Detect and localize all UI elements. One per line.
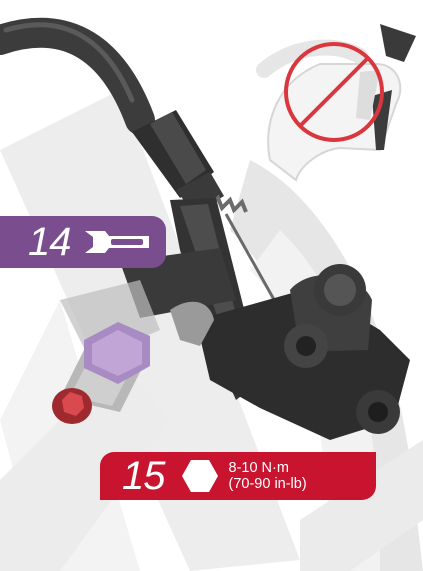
spring	[208, 194, 248, 214]
step-14-callout: 14	[0, 216, 166, 268]
hex-key-icon	[181, 460, 218, 492]
torque-metric: 8-10 N·m	[228, 460, 289, 476]
torque-spec: 8-10 N·m (70-90 in-lb)	[229, 460, 307, 492]
caliper-body	[120, 248, 410, 440]
torque-imperial: (70-90 in-lb)	[228, 476, 307, 492]
step-15-callout: 15 8-10 N·m (70-90 in-lb)	[100, 452, 376, 500]
wrench-icon	[84, 231, 149, 253]
step-number: 15	[122, 454, 165, 498]
no-symbol-icon	[284, 42, 384, 142]
step-number: 14	[28, 220, 71, 264]
mounting-bolt	[52, 322, 150, 424]
